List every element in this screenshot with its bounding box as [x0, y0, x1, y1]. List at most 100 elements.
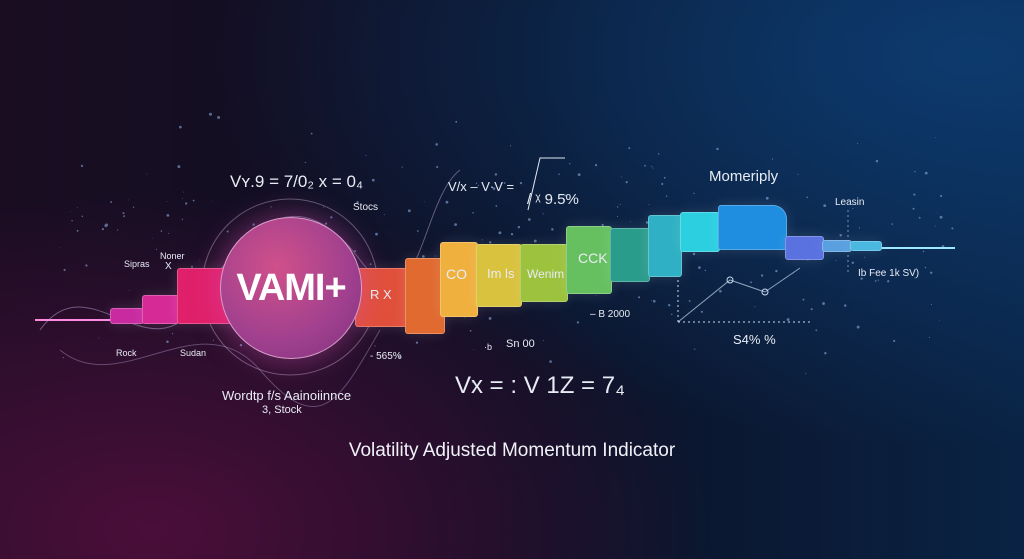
star-particle [80, 164, 84, 167]
star-particle [356, 200, 359, 204]
star-particle [688, 300, 691, 302]
bar-block [680, 212, 720, 252]
star-particle [651, 300, 653, 302]
star-particle [934, 137, 936, 138]
bar-block [718, 205, 787, 250]
star-particle [700, 310, 703, 313]
star-particle [464, 316, 466, 318]
star-particle [110, 201, 113, 203]
label-fee: Ib Fee 1k SV) [858, 268, 920, 279]
bar-block [566, 226, 612, 294]
star-particle [374, 345, 376, 347]
star-particle [166, 340, 169, 344]
label-sipras: Sipras [124, 259, 150, 269]
star-particle [621, 176, 623, 178]
star-particle [510, 233, 514, 236]
logo-text: VAMI+ [236, 266, 346, 309]
star-particle [858, 227, 861, 229]
wave-line [59, 329, 381, 407]
star-particle [208, 112, 212, 116]
star-particle [371, 178, 375, 182]
star-particle [323, 206, 325, 208]
star-particle [939, 215, 943, 219]
formula-bottom-center: Vx = : V 1Z = 7₄ [455, 372, 625, 399]
label-noner: Noner [160, 251, 185, 261]
star-particle [435, 143, 438, 146]
star-particle [860, 277, 863, 280]
star-particle [171, 333, 174, 335]
star-particle [852, 207, 854, 210]
star-particle [542, 339, 544, 341]
star-particle [454, 223, 457, 226]
page-title: Volatility Adjusted Momentum Indicator [348, 440, 676, 461]
star-particle [488, 316, 492, 320]
star-particle [930, 271, 933, 274]
label-sn00: Sn 00 [506, 338, 535, 350]
star-particle [644, 164, 646, 167]
star-particle [893, 339, 896, 343]
star-particle [63, 268, 66, 272]
star-particle [85, 264, 88, 267]
star-particle [191, 265, 193, 268]
star-particle [117, 229, 119, 231]
star-particle [843, 304, 847, 307]
star-particle [704, 269, 706, 272]
star-particle [199, 260, 201, 262]
bar-block [142, 295, 179, 324]
star-particle [652, 167, 654, 169]
star-particle [181, 218, 184, 220]
star-particle [576, 321, 580, 324]
star-particle [101, 228, 104, 231]
block-label: CO [446, 266, 467, 282]
star-particle [211, 200, 213, 202]
star-particle [310, 132, 313, 135]
star-particle [401, 166, 403, 168]
vami-logo-circle: VAMI+ [220, 217, 362, 359]
star-particle [509, 145, 512, 147]
star-particle [823, 204, 827, 208]
star-particle [928, 336, 930, 339]
star-particle [533, 239, 537, 243]
star-particle [104, 224, 108, 228]
star-particle [616, 215, 619, 218]
star-particle [616, 206, 619, 208]
star-particle [940, 194, 943, 198]
star-particle [495, 205, 498, 207]
star-particle [648, 204, 650, 206]
star-particle [692, 252, 696, 256]
star-particle [365, 154, 367, 156]
star-particle [914, 277, 916, 279]
star-particle [297, 183, 299, 185]
star-particle [477, 184, 480, 186]
label-b2000: – B 2000 [590, 309, 631, 320]
star-particle [651, 165, 653, 167]
star-particle [177, 165, 181, 169]
star-particle [489, 241, 492, 244]
bar-block [520, 244, 568, 302]
star-particle [517, 225, 521, 229]
star-particle [924, 266, 927, 269]
star-particle [595, 294, 597, 296]
star-particle [475, 182, 478, 184]
star-particle [166, 214, 170, 217]
mini-chart-point [761, 288, 769, 296]
mini-chart-line [677, 267, 801, 323]
star-particle [498, 231, 502, 235]
star-particle [471, 381, 474, 383]
star-particle [71, 220, 73, 222]
block-label: Im ls [487, 266, 515, 281]
star-particle [805, 373, 807, 375]
label-b: ·b [484, 342, 493, 352]
label-sudan: Sudan [180, 348, 207, 358]
star-particle [494, 173, 498, 176]
star-particle [445, 200, 449, 204]
star-particle [239, 343, 243, 347]
star-particle [951, 227, 954, 230]
star-particle [694, 348, 696, 350]
star-particle [922, 250, 925, 253]
formula-top-center-2: / ᵡ 9.5% [527, 191, 579, 208]
bar-block [405, 258, 445, 334]
star-particle [564, 194, 567, 197]
star-particle [416, 230, 419, 232]
star-particle [887, 280, 890, 283]
